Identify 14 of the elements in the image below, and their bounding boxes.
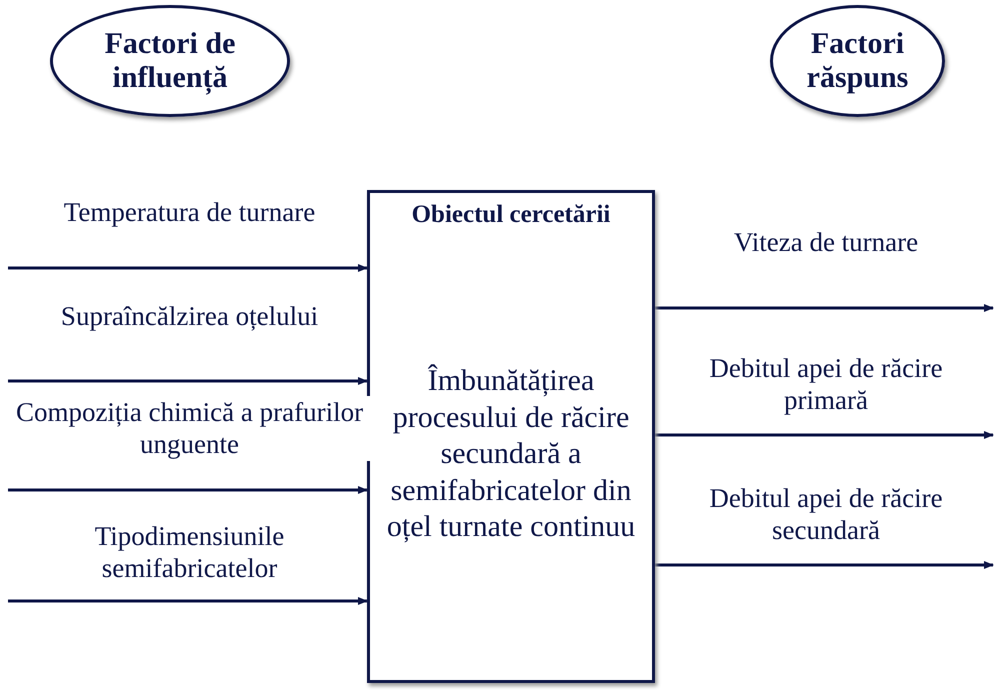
box-heading: Obiectul cercetării xyxy=(412,201,610,229)
box-body-text: Îmbunătățirea procesului de răcire secundară a semifabricatelor din oțel turnate continuu xyxy=(386,363,636,546)
arrow xyxy=(8,264,368,272)
arrow xyxy=(8,377,368,385)
arrow xyxy=(8,597,368,605)
heading-ellipse xyxy=(770,5,945,117)
heading-ellipse xyxy=(50,5,290,117)
arrow xyxy=(655,561,994,569)
arrow xyxy=(655,304,994,312)
arrow xyxy=(8,486,368,494)
heading-text: Factori răspuns xyxy=(806,26,910,96)
arrow xyxy=(655,431,994,439)
process-box xyxy=(367,190,655,683)
heading-text: Factori de influență xyxy=(104,26,236,96)
